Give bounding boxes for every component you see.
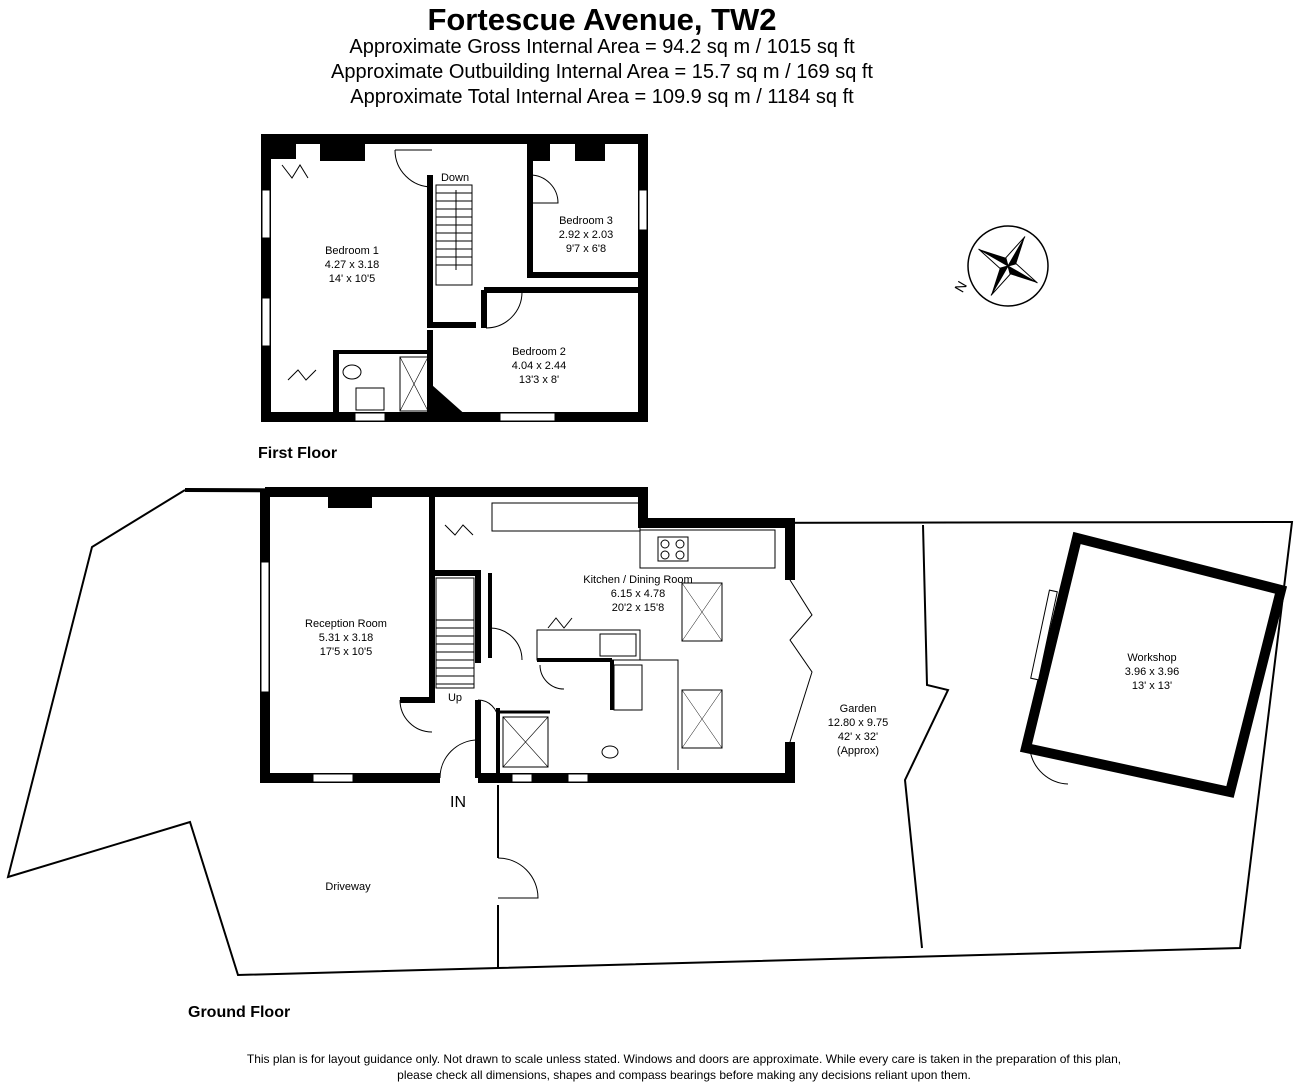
garden-imperial: 42' x 32' xyxy=(838,731,878,743)
disclaimer-line-2: please check all dimensions, shapes and … xyxy=(397,1068,971,1082)
workshop-metric: 3.96 x 3.96 xyxy=(1125,666,1179,678)
stairs-first xyxy=(435,184,473,286)
gross-area-text: Approximate Gross Internal Area = 94.2 s… xyxy=(349,36,855,58)
ground-floor-plan xyxy=(6,487,1294,977)
window xyxy=(1030,589,1058,681)
first-floor-label: First Floor xyxy=(258,445,338,462)
window xyxy=(312,773,354,783)
bedroom1-metric: 4.27 x 3.18 xyxy=(325,259,379,271)
ground-floor-label: Ground Floor xyxy=(188,1004,291,1021)
kitchen-imperial: 20'2 x 15'8 xyxy=(612,602,665,614)
reception-metric: 5.31 x 3.18 xyxy=(319,632,373,644)
window xyxy=(511,773,533,783)
workshop-imperial: 13' x 13' xyxy=(1132,680,1172,692)
driveway-boundary xyxy=(6,489,499,977)
bedroom2-imperial: 13'3 x 8' xyxy=(519,374,559,386)
window xyxy=(499,412,556,422)
window xyxy=(567,773,589,783)
entrance-label: IN xyxy=(450,794,466,811)
stairs-up-label: Up xyxy=(448,692,462,704)
bedroom2-name: Bedroom 2 xyxy=(512,346,566,358)
compass-rose: N xyxy=(951,225,1049,307)
window xyxy=(354,412,386,422)
reception-imperial: 17'5 x 10'5 xyxy=(320,646,373,658)
first-floor-plan xyxy=(261,134,648,422)
stairs-ground xyxy=(435,577,475,689)
bedroom3-name: Bedroom 3 xyxy=(559,215,613,227)
window xyxy=(261,189,271,239)
outbuilding-area-text: Approximate Outbuilding Internal Area = … xyxy=(331,61,873,83)
driveway-name: Driveway xyxy=(325,881,371,893)
kitchen-name: Kitchen / Dining Room xyxy=(583,574,692,586)
window xyxy=(261,297,271,347)
room-labels: Bedroom 1 4.27 x 3.18 14' x 10'5 Bedroom… xyxy=(305,172,1179,893)
stairs-down-label: Down xyxy=(441,172,469,184)
bedroom1-name: Bedroom 1 xyxy=(325,245,379,257)
garden-metric: 12.80 x 9.75 xyxy=(828,717,889,729)
window xyxy=(638,189,648,231)
garden-boundary xyxy=(497,520,1294,969)
reception-name: Reception Room xyxy=(305,618,387,630)
bedroom2-metric: 4.04 x 2.44 xyxy=(512,360,566,372)
bedroom1-imperial: 14' x 10'5 xyxy=(329,273,375,285)
garden-note: (Approx) xyxy=(837,745,879,757)
compass-north-label: N xyxy=(951,278,970,295)
bedroom3-imperial: 9'7 x 6'8 xyxy=(566,243,606,255)
kitchen-metric: 6.15 x 4.78 xyxy=(611,588,665,600)
workshop-walls xyxy=(1019,531,1288,798)
workshop-name: Workshop xyxy=(1127,652,1176,664)
garden-name: Garden xyxy=(840,703,877,715)
plan-title: Fortescue Avenue, TW2 xyxy=(427,2,777,37)
bedroom3-metric: 2.92 x 2.03 xyxy=(559,229,613,241)
total-area-text: Approximate Total Internal Area = 109.9 … xyxy=(350,86,854,108)
window xyxy=(260,561,270,693)
disclaimer-line-1: This plan is for layout guidance only. N… xyxy=(246,1052,1122,1066)
